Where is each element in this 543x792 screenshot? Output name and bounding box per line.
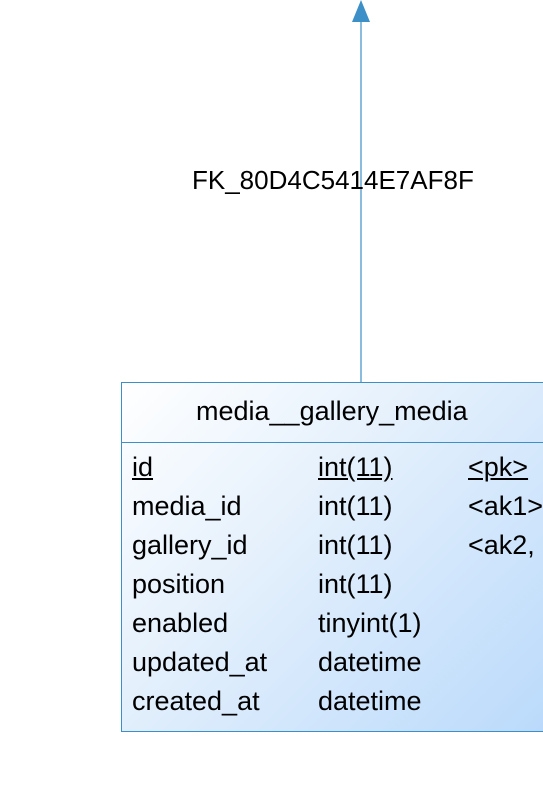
column-type: datetime (318, 647, 422, 677)
column-type: int(11) (318, 491, 393, 521)
column-name: media_id (132, 491, 242, 521)
column-key: <ak1> (468, 491, 543, 521)
arrowhead-icon (352, 0, 370, 22)
column-name: id (132, 452, 154, 482)
column-type: tinyint(1) (318, 608, 422, 638)
column-name: created_at (132, 686, 260, 716)
relationship-label: FK_80D4C5414E7AF8F (192, 165, 474, 195)
column-name: position (132, 569, 226, 599)
entity-title: media__gallery_media (196, 396, 468, 426)
column-name: enabled (132, 608, 229, 638)
column-type: int(11) (318, 530, 393, 560)
column-name: gallery_id (132, 530, 248, 560)
entity-media-gallery-media[interactable]: media__gallery_media id int(11) <pk> med… (121, 382, 543, 732)
column-type: datetime (318, 686, 422, 716)
column-key: <pk> (468, 452, 529, 482)
column-type: int(11) (318, 569, 393, 599)
column-key: <ak2, (468, 530, 535, 560)
column-name: updated_at (132, 647, 268, 677)
column-type: int(11) (318, 452, 393, 482)
entity-divider (122, 442, 543, 443)
